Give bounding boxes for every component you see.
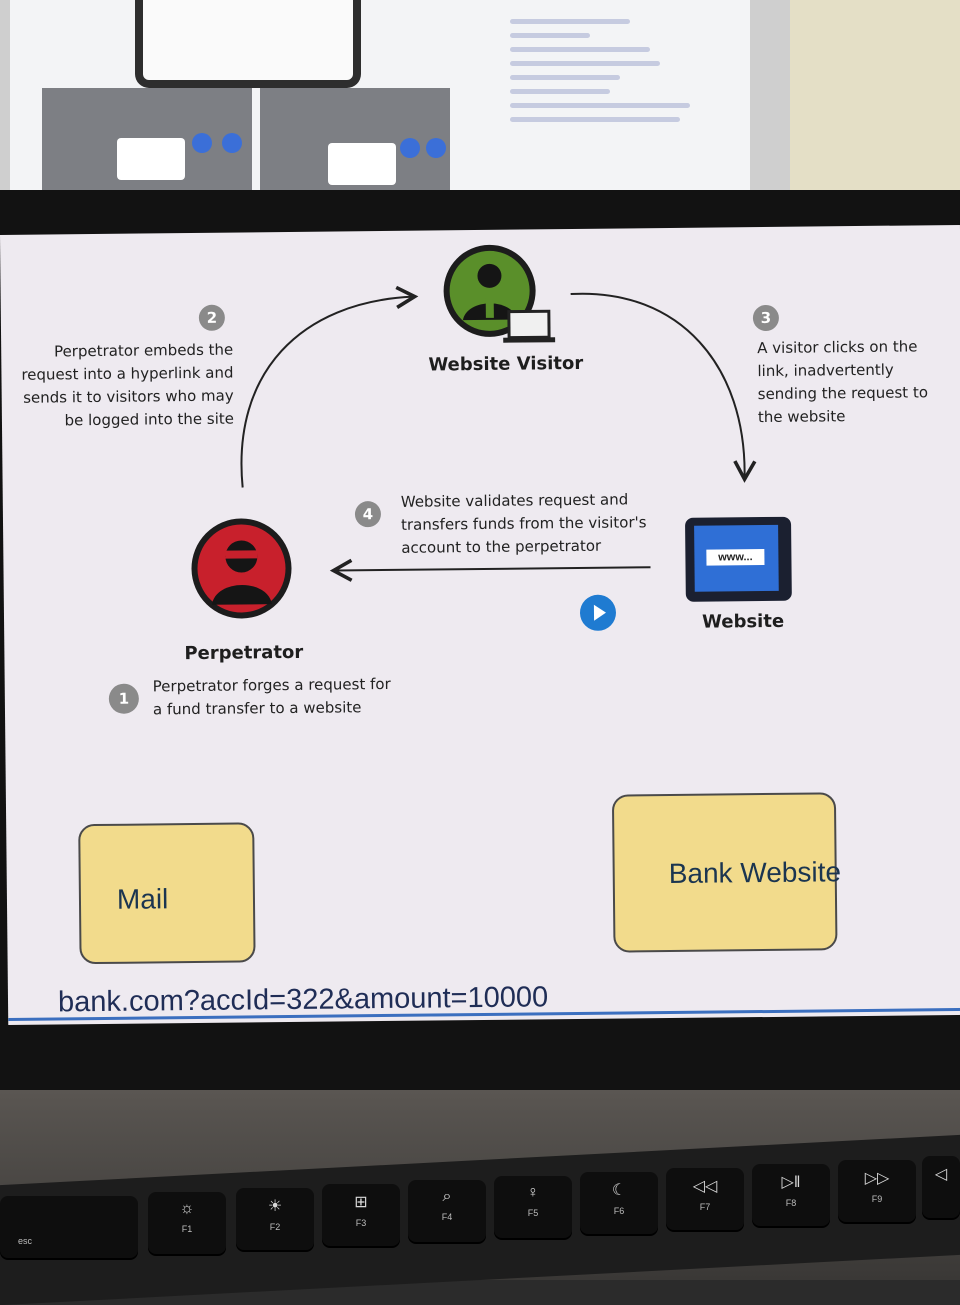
step-1-description: Perpetrator forges a request for a fund … <box>153 672 433 721</box>
background-text-lines <box>510 10 710 180</box>
step-4-description: Website validates request and transfers … <box>401 488 672 560</box>
perpetrator-label: Perpetrator <box>184 641 304 665</box>
fast-forward-icon: ▷▷ <box>864 1170 890 1187</box>
step-3-line: sending the request to <box>757 383 929 404</box>
background-monitor-screen <box>10 0 750 190</box>
key-f7-label: F7 <box>699 1202 711 1212</box>
key-f7[interactable]: ◁◁ F7 <box>666 1168 744 1230</box>
key-f2[interactable]: ☀ F2 <box>236 1188 314 1250</box>
key-f9-label: F9 <box>871 1194 883 1204</box>
brightness-high-icon: ☀ <box>267 1198 283 1215</box>
website-label: Website <box>701 610 785 633</box>
background-wall <box>790 0 960 195</box>
mission-control-icon: ⊞ <box>354 1194 368 1211</box>
step-2-line: request into a hyperlink and <box>21 363 234 384</box>
background-panel <box>42 88 252 190</box>
step-4-line: account to the perpetrator <box>401 536 602 557</box>
key-f3[interactable]: ⊞ F3 <box>322 1184 400 1246</box>
key-f10-partial[interactable]: ◁ <box>922 1156 960 1218</box>
play-pause-icon: ▷ǁ <box>781 1174 801 1191</box>
key-f4[interactable]: ⌕ F4 <box>408 1180 486 1242</box>
key-f8-label: F8 <box>785 1198 797 1208</box>
mail-box-label: Mail <box>116 883 169 915</box>
arrow-visitor-to-website <box>570 292 757 483</box>
step-2-badge: 2 <box>198 304 226 331</box>
step-1-line: a fund transfer to a website <box>152 698 362 719</box>
background-dot <box>192 133 212 153</box>
arrow-perpetrator-to-visitor <box>240 285 419 488</box>
background-panel <box>260 88 450 190</box>
key-f6-label: F6 <box>613 1206 625 1216</box>
laptop-screen: Website Visitor 2 Perpetrator embeds the… <box>0 224 960 1025</box>
step-3-badge: 3 <box>752 304 780 332</box>
key-f5-label: F5 <box>527 1208 539 1218</box>
step-3-line: link, inadvertently <box>757 360 894 381</box>
mail-box: Mail <box>78 822 256 965</box>
play-button[interactable] <box>579 594 617 631</box>
key-f6[interactable]: ☾ F6 <box>580 1172 658 1234</box>
microphone-icon: ♀ <box>527 1184 539 1201</box>
background-dot <box>222 133 242 153</box>
background-card <box>328 143 396 185</box>
laptop-icon <box>503 309 556 343</box>
key-f4-label: F4 <box>441 1212 453 1222</box>
background-monitor <box>0 0 960 195</box>
background-device-illustration <box>135 0 361 88</box>
key-f1[interactable]: ☼ F1 <box>148 1192 226 1254</box>
speaker-icon: ◁ <box>934 1166 948 1183</box>
perpetrator-avatar <box>189 516 294 621</box>
key-f8[interactable]: ▷ǁ F8 <box>752 1164 830 1226</box>
step-2-description: Perpetrator embeds the request into a hy… <box>11 339 234 433</box>
background-dot <box>426 138 446 158</box>
moon-icon: ☾ <box>611 1182 627 1199</box>
step-3-line: A visitor clicks on the <box>757 337 918 358</box>
search-icon: ⌕ <box>442 1188 452 1205</box>
website-url-chip: www... <box>706 549 765 566</box>
step-4-line: transfers funds from the visitor's <box>400 513 647 534</box>
arrow-website-to-perpetrator <box>329 558 651 582</box>
step-4-line: Website validates request and <box>400 490 629 511</box>
website-visitor-label: Website Visitor <box>428 352 584 376</box>
rewind-icon: ◁◁ <box>692 1178 718 1195</box>
step-3-description: A visitor clicks on the link, inadverten… <box>757 335 948 429</box>
step-3-line: the website <box>757 407 846 427</box>
forged-url-text: bank.com?accId=322&amount=10000 <box>57 981 549 1019</box>
diagram-arrows <box>240 285 757 582</box>
step-1-badge: 1 <box>108 683 140 714</box>
step-2-line: sends it to visitors who may <box>23 386 234 407</box>
step-4-badge: 4 <box>354 501 382 528</box>
key-f2-label: F2 <box>269 1222 281 1232</box>
website-tablet-icon: www... <box>684 516 792 602</box>
brightness-low-icon: ☼ <box>179 1200 195 1217</box>
bank-website-box: Bank Website <box>611 792 841 953</box>
background-card <box>117 138 185 180</box>
step-2-line: Perpetrator embeds the <box>53 340 234 361</box>
key-esc-label: esc <box>18 1236 33 1246</box>
key-f1-label: F1 <box>181 1224 193 1234</box>
website-screen: www... <box>694 524 779 592</box>
key-esc[interactable]: esc <box>0 1196 138 1258</box>
perpetrator-icon <box>191 518 292 619</box>
key-f3-label: F3 <box>355 1218 367 1228</box>
background-dot <box>400 138 420 158</box>
key-f5[interactable]: ♀ F5 <box>494 1176 572 1238</box>
step-1-line: Perpetrator forges a request for <box>152 674 391 696</box>
key-f9[interactable]: ▷▷ F9 <box>838 1160 916 1222</box>
step-2-line: be logged into the site <box>64 409 235 430</box>
bank-website-box-label: Bank Website <box>668 856 842 890</box>
